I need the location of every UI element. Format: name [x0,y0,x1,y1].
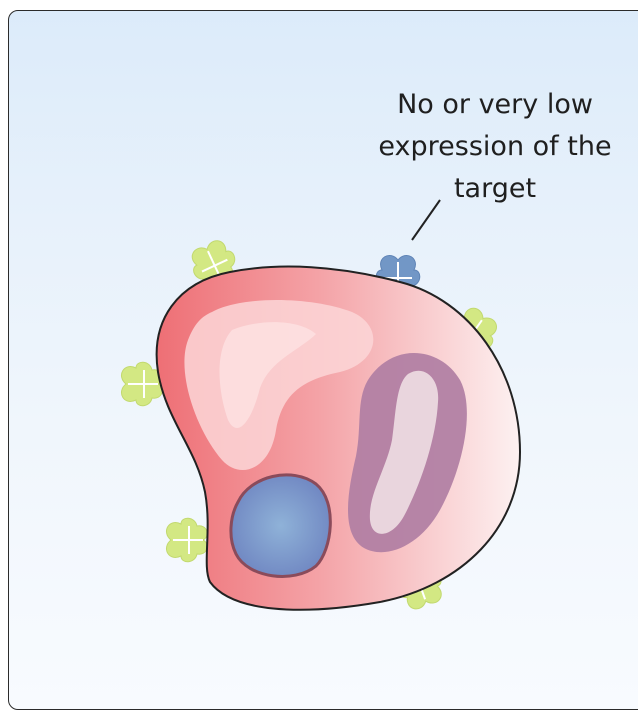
green-receptor-icon [166,518,207,562]
green-receptor-icon [121,362,162,406]
callout-pointer [412,200,440,240]
blue-nucleus [231,475,330,577]
